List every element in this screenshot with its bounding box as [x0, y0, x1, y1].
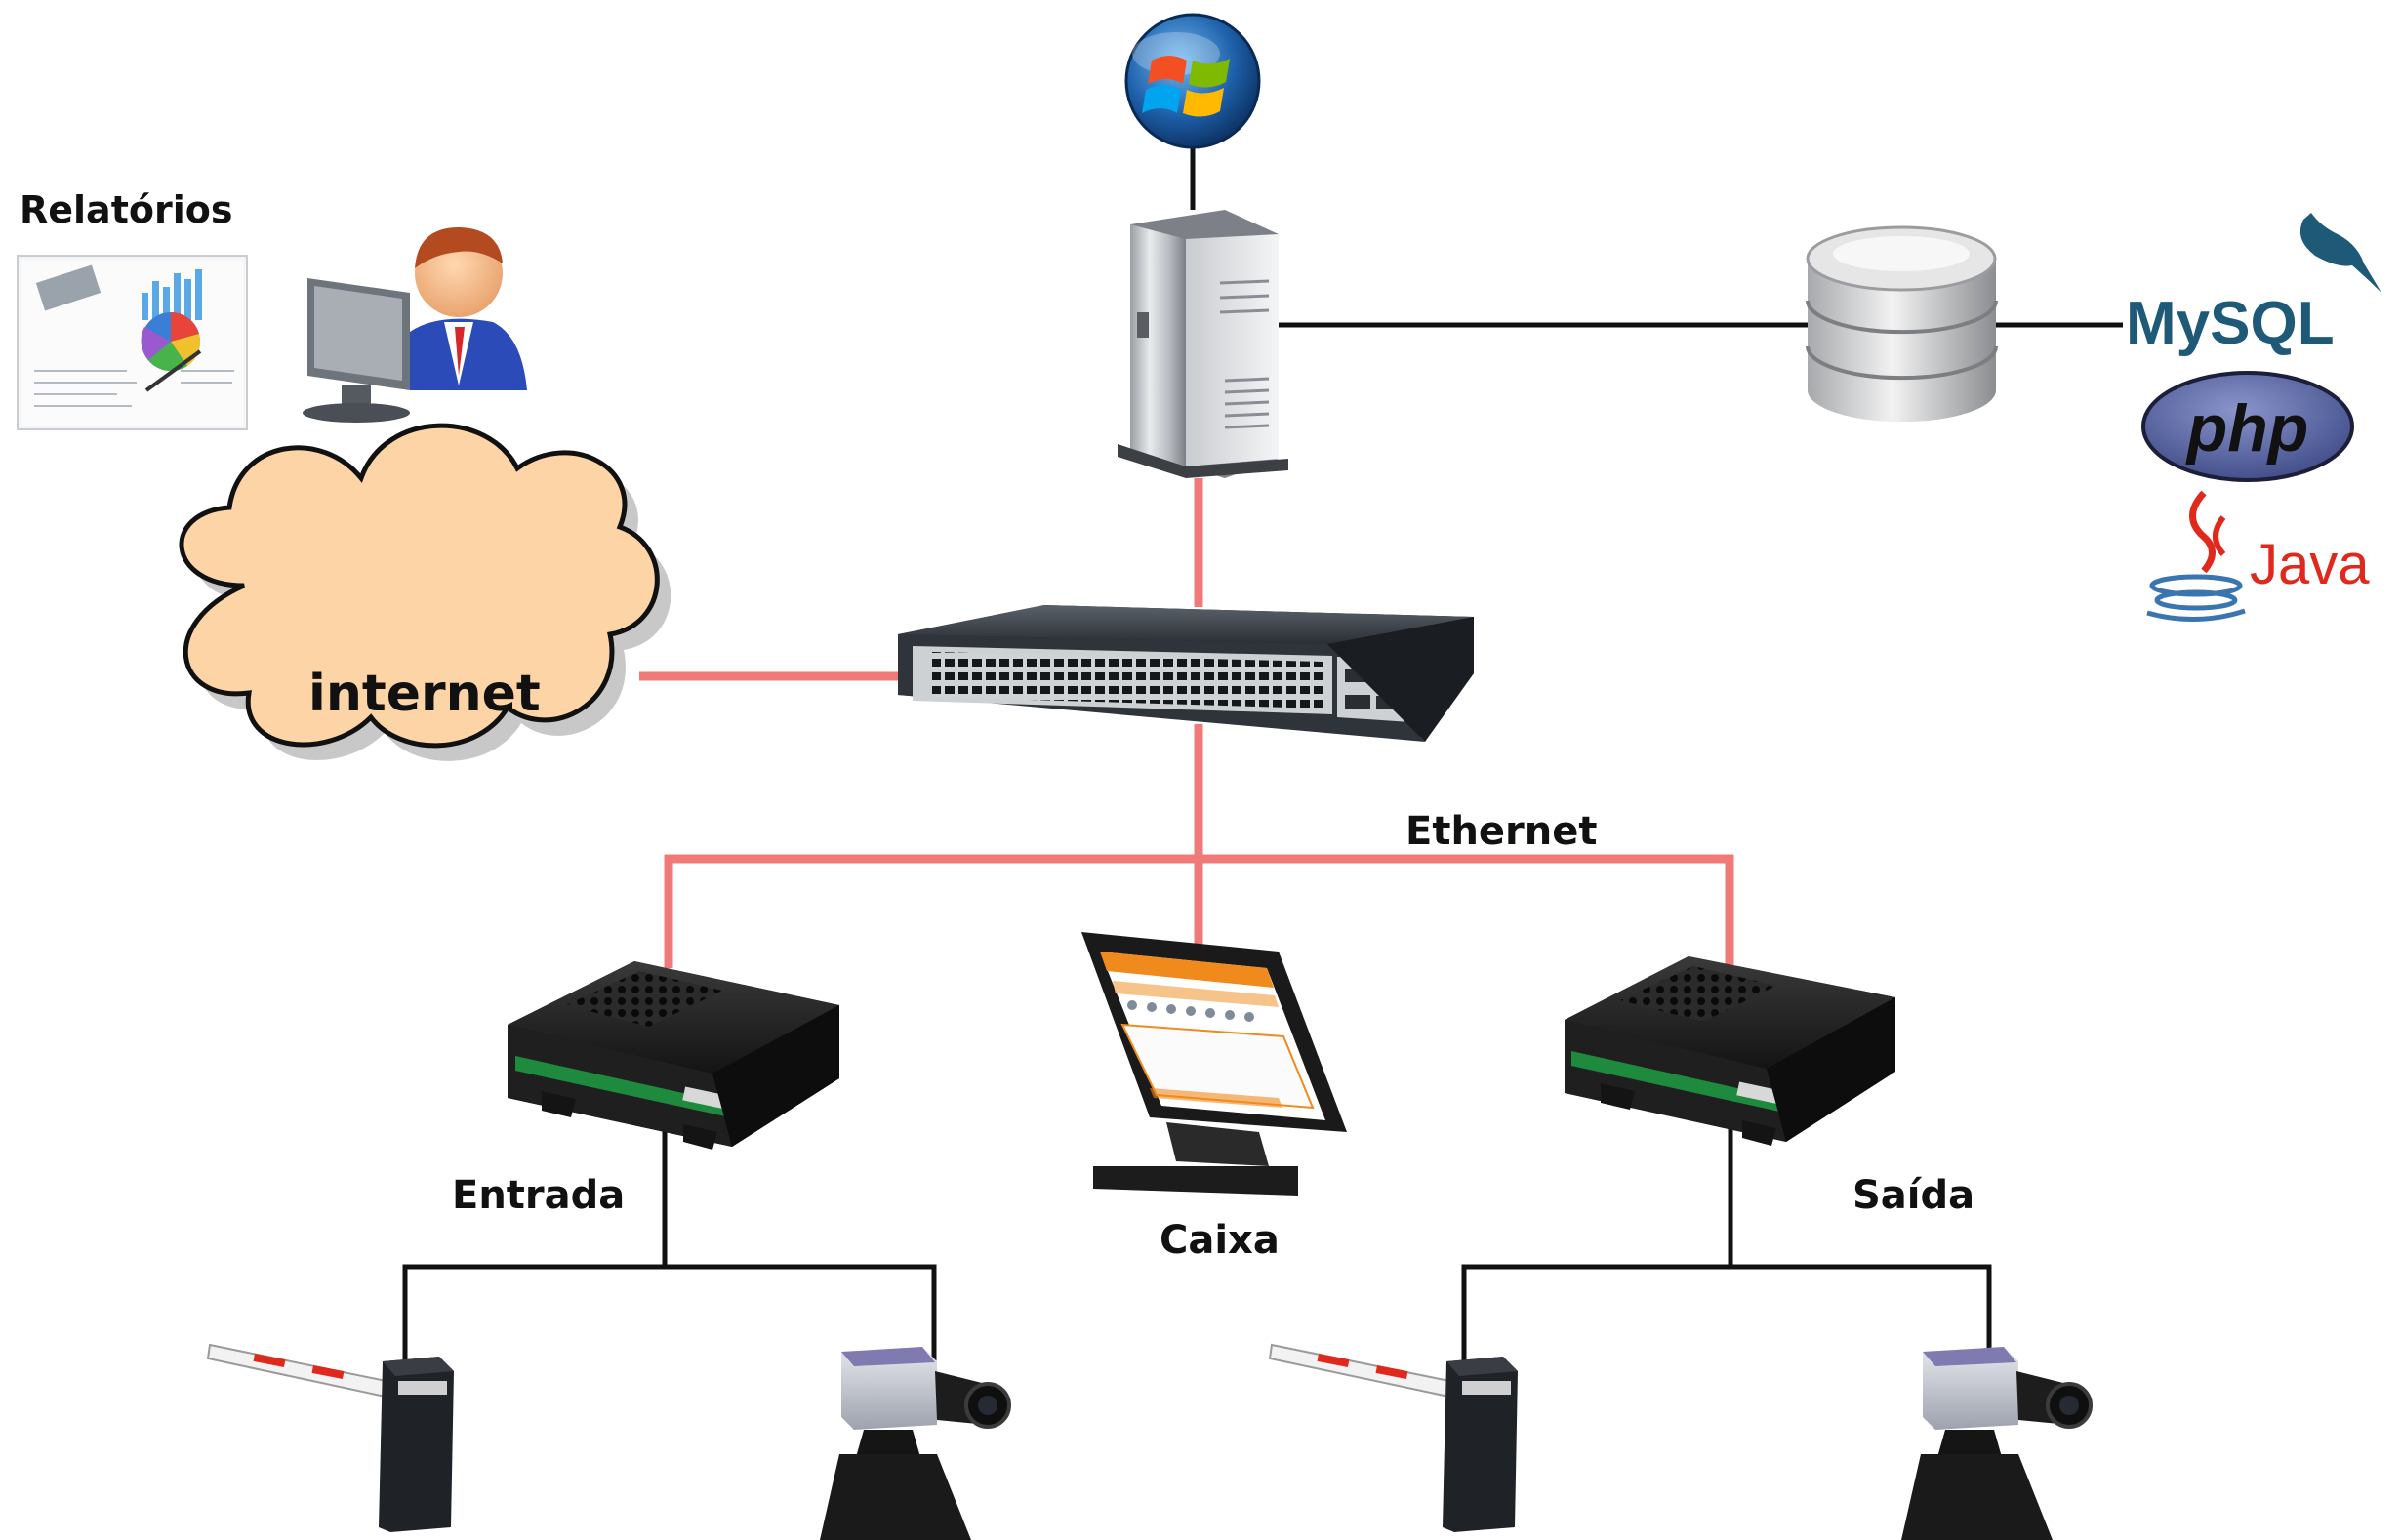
- network-switch-icon: [898, 605, 1474, 742]
- relatorios-label: Relatórios: [20, 188, 232, 231]
- saida-camera-icon: [1901, 1347, 2093, 1540]
- entrada-label: Entrada: [452, 1173, 625, 1218]
- ethernet-bus: [664, 854, 1734, 968]
- ethernet-links: [407, 429, 1734, 968]
- entrada-camera-icon: [820, 1347, 1011, 1540]
- entrada-barrier-gate-icon: [206, 1343, 454, 1532]
- database-icon: [1806, 225, 1998, 423]
- user-computer-icon: [303, 226, 527, 423]
- reports-image: [17, 255, 248, 430]
- caixa-label: Caixa: [1160, 1218, 1280, 1263]
- windows-logo-icon: [1124, 13, 1261, 149]
- entrada-branch: [402, 1264, 937, 1361]
- wired-links: [402, 146, 2123, 1361]
- saida-label: Saída: [1852, 1173, 1974, 1218]
- mysql-wordmark: MySQL: [2126, 290, 2335, 357]
- internet-label: internet: [308, 665, 541, 723]
- saida-barrier-gate-icon: [1268, 1343, 1518, 1532]
- server-tower-icon: [1118, 210, 1288, 478]
- php-logo: php: [2141, 371, 2354, 482]
- entrada-controller-icon: [508, 961, 839, 1150]
- internet-cloud: [179, 423, 671, 761]
- php-wordmark: php: [2185, 391, 2309, 466]
- saida-branch: [1461, 1264, 1992, 1361]
- ethernet-label: Ethernet: [1405, 809, 1598, 854]
- java-logo: Java: [2146, 490, 2370, 623]
- java-wordmark: Java: [2250, 533, 2370, 596]
- saida-controller-icon: [1565, 956, 1895, 1146]
- caixa-pos-terminal-icon: [1081, 932, 1347, 1196]
- mysql-logo: MySQL: [2126, 213, 2381, 357]
